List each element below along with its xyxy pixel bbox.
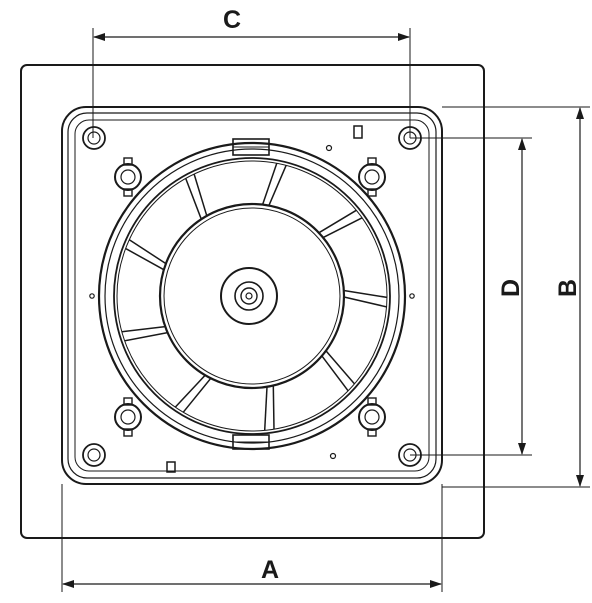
stator-vane-edge (263, 386, 268, 431)
stator-vane-edge (321, 355, 349, 392)
screw-boss-top-right (358, 157, 386, 197)
stator-vane-edge (261, 163, 278, 205)
dimension-label-b: B (554, 279, 582, 297)
stator-vane-edge (268, 165, 287, 206)
stator-vane-edge (184, 178, 203, 220)
stator-vane-edge (272, 385, 275, 430)
dimension-d (410, 137, 532, 456)
dimension-label-c: C (223, 6, 241, 34)
outer-faceplate (20, 64, 485, 539)
motor-hub (158, 202, 346, 390)
stator-vane-edge (193, 173, 208, 217)
screw-bosses (114, 157, 386, 437)
fan-housing (97, 141, 407, 451)
stator-vane-edge (343, 289, 388, 299)
stator-vane-edge (318, 209, 357, 234)
stator-vane-edge (121, 325, 166, 333)
screw-boss-bottom-left (114, 397, 142, 437)
motor-centre (220, 267, 278, 325)
stator-vane-edge (125, 247, 165, 271)
dimension-c (92, 28, 411, 138)
dimension-label-d: D (497, 279, 525, 297)
stator-vane-edge (124, 331, 168, 342)
screw-boss-bottom-right (358, 397, 386, 437)
screw-boss-top-left (114, 157, 142, 197)
stator-vane-edge (174, 374, 206, 408)
small-marks (89, 125, 415, 473)
dimension-a (61, 484, 443, 592)
inner-panel (61, 106, 443, 485)
stator-vane-edge (325, 350, 356, 385)
stator-vane-edge (182, 377, 212, 413)
dimension-b (442, 106, 590, 488)
stator-vanes (121, 163, 388, 431)
stator-vane-edge (322, 217, 363, 239)
dimension-label-a: A (261, 556, 279, 584)
mounting-hole-bottom-left (82, 443, 106, 467)
stator-vane-edge (128, 239, 167, 265)
mounting-hole-top-left (82, 126, 106, 150)
stator-vane-edge (343, 296, 387, 308)
